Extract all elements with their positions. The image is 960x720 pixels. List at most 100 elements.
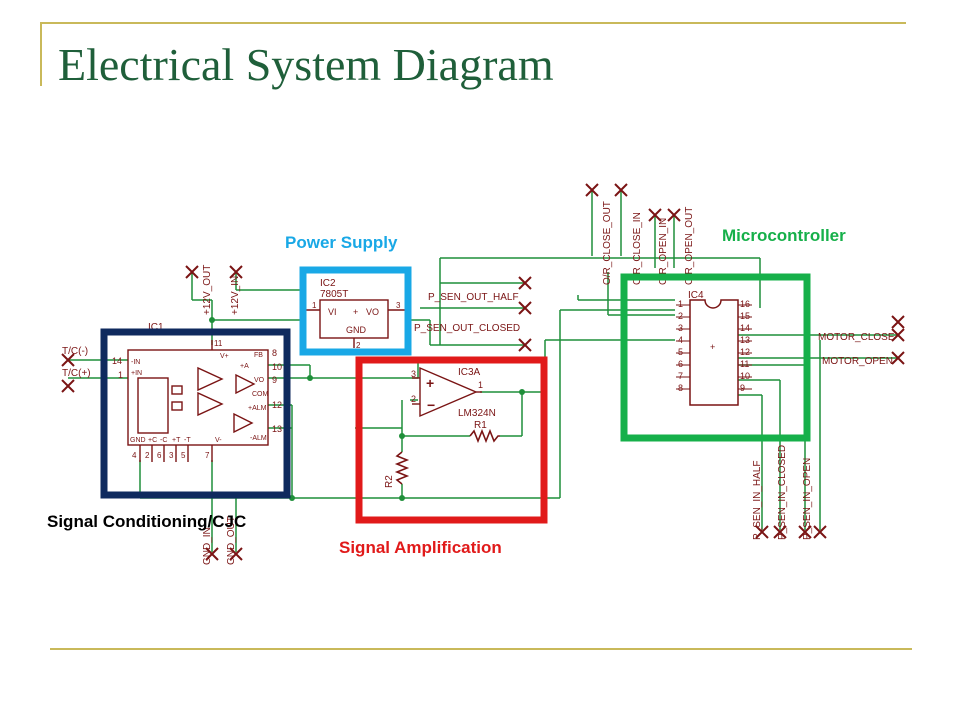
opamp-symbol — [412, 366, 482, 418]
net-or-close-in: O/R_CLOSE_IN — [632, 212, 643, 285]
ic1-right-label-5: -ALM — [250, 435, 267, 442]
ic4-right-pins: 16 15 14 13 12 11 10 9 — [740, 299, 750, 393]
net-12v-in: +12V_IN — [230, 276, 241, 315]
ic2-part: 7805T — [320, 289, 348, 300]
ic4-left-pin: 3 — [678, 323, 683, 333]
ic1-left-pin-0: 14 — [112, 356, 122, 366]
net-p-sen-out-half: P_SEN_OUT_HALF — [428, 292, 519, 303]
signal-conditioning-outline — [100, 328, 291, 499]
ic2-pin-num-vo: 3 — [396, 301, 401, 310]
r1-label: R1 — [474, 420, 487, 431]
net-gnd-out: GND_OUT — [226, 516, 237, 565]
ic4-right-pin: 16 — [740, 299, 750, 309]
ic1-right-pin-0: 8 — [272, 348, 277, 358]
ic2-pin-num-gnd: 2 — [356, 341, 361, 350]
ic4-right-pin: 10 — [740, 371, 750, 381]
no-connect-markers — [61, 183, 905, 561]
net-or-close-out: O/R_CLOSE_OUT — [602, 201, 613, 285]
ic1-right-pin-4: 13 — [272, 424, 282, 434]
r2-resistor — [394, 451, 410, 485]
ic4-left-pin: 5 — [678, 347, 683, 357]
ic1-right-label-4: +ALM — [248, 405, 267, 412]
ic1-left-pin-1: 1 — [118, 370, 123, 380]
ic4-name: IC4 — [688, 290, 704, 301]
ic1-right-label-1: +A — [240, 363, 249, 370]
ic4-right-pin: 14 — [740, 323, 750, 333]
ic1-right-label-3: COM — [252, 391, 269, 398]
opamp-plus-glyph: + — [426, 375, 434, 391]
ic3-name: IC3A — [458, 367, 481, 378]
net-motor-open: MOTOR_OPEN — [822, 356, 893, 367]
signal-amplification-outline — [355, 356, 548, 524]
ic4-pin-leads — [676, 304, 752, 390]
net-or-open-in: O/R_OPEN_IN — [658, 218, 669, 285]
frame-top-rule — [40, 22, 906, 24]
ic1-bottom-label-3: +T — [172, 437, 181, 444]
power-supply-outline — [299, 266, 412, 356]
ic1-right-label-0: FB — [254, 352, 263, 359]
net-gnd-in: GND_IN — [202, 527, 213, 565]
ic3-pin-1: 1 — [478, 380, 483, 390]
net-p-sen-in-closed: P_SEN_IN_CLOSED — [777, 445, 788, 540]
junction-dots — [209, 317, 525, 501]
microcontroller-outline — [620, 273, 811, 442]
ic4-right-pin: 15 — [740, 311, 750, 321]
ic1-bottom-pin-1: 2 — [145, 451, 150, 460]
ic4-left-pin: 8 — [678, 383, 683, 393]
signal-amplification-label: Signal Amplification — [339, 538, 502, 557]
ic2-pin-vo: VO — [366, 307, 379, 317]
ic1-bottom-label-4: -T — [184, 437, 191, 444]
ic4-left-pin: 1 — [678, 299, 683, 309]
ic1-name: IC1 — [148, 322, 164, 333]
ic2-pin-vi: VI — [328, 307, 337, 317]
net-p-sen-in-open: P_SEN_IN_OPEN — [802, 458, 813, 540]
slide-title: Electrical System Diagram — [58, 39, 554, 90]
ic4-symbol — [689, 299, 739, 406]
ic1-bottom-pin-0: 4 — [132, 451, 137, 460]
ic2-plus-glyph: + — [353, 307, 358, 317]
ic2-pin-gnd: GND — [346, 325, 367, 335]
ic1-bottom-label-5: V- — [215, 437, 222, 444]
ic4-right-pin: 12 — [740, 347, 750, 357]
ic1-symbol — [127, 340, 269, 462]
r2-label: R2 — [384, 475, 395, 488]
ic4-left-pin: 6 — [678, 359, 683, 369]
ic4-left-pin: 7 — [678, 371, 683, 381]
ic1-top-pin: 11 — [214, 339, 223, 348]
r1-resistor — [469, 428, 500, 444]
ic1-left-label-0: -IN — [131, 359, 140, 366]
ic1-bottom-pin-3: 3 — [169, 451, 174, 460]
ic3-pin-2: 2 — [411, 394, 416, 404]
ic1-right-pin-2: 9 — [272, 375, 277, 385]
net-p-sen-in-half: P_SEN_IN_HALF — [752, 461, 763, 540]
ic3-part: LM324N — [458, 408, 496, 419]
signal-conditioning-label: Signal Conditioning/CJC — [47, 512, 247, 531]
ic1-right-label-2: VO — [254, 377, 265, 384]
ic1-bottom-pin-5: 7 — [205, 451, 210, 460]
ic4-plus-glyph: + — [710, 342, 715, 352]
ic2-pin-num-vi: 1 — [312, 301, 317, 310]
ic4-left-pin: 4 — [678, 335, 683, 345]
ic4-left-pins: 1 2 3 4 5 6 7 8 — [678, 299, 683, 393]
ic2-name: IC2 — [320, 278, 336, 289]
ic1-bottom-pin-2: 6 — [157, 451, 162, 460]
microcontroller-label: Microcontroller — [722, 226, 846, 245]
ic4-right-pin: 13 — [740, 335, 750, 345]
opamp-minus-glyph: − — [427, 397, 435, 413]
power-supply-label: Power Supply — [285, 233, 398, 252]
net-or-open-out: O/R_OPEN_OUT — [684, 207, 695, 285]
ic1-top-label: V+ — [220, 353, 229, 360]
ic1-bottom-label-0: GND — [130, 437, 146, 444]
tc-plus-label: T/C(+) — [62, 368, 91, 379]
ic1-bottom-label-2: -C — [160, 437, 167, 444]
ic1-bottom-pin-4: 5 — [181, 451, 186, 460]
ic4-right-pin: 9 — [740, 383, 745, 393]
frame-bottom-rule — [50, 648, 912, 650]
ic4-left-pin: 2 — [678, 311, 683, 321]
ic1-left-label-1: +IN — [131, 370, 142, 377]
ic4-right-pin: 11 — [740, 359, 749, 369]
tc-minus-label: T/C(-) — [62, 346, 88, 357]
net-p-sen-out-closed: P_SEN_OUT_CLOSED — [414, 323, 520, 334]
ic1-right-pin-3: 12 — [272, 400, 282, 410]
